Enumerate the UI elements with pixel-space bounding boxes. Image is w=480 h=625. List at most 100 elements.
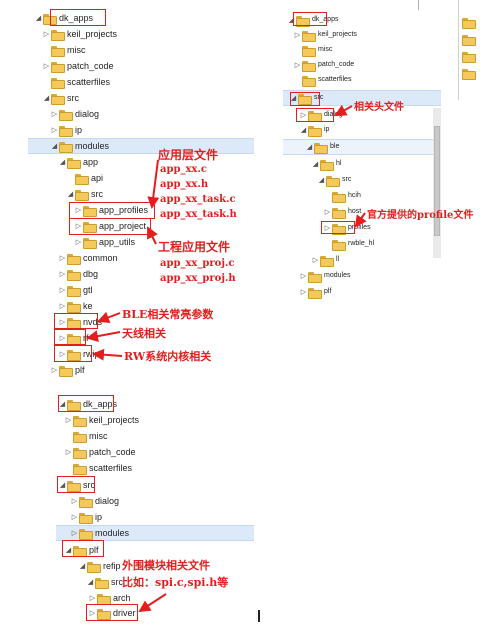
rf-note: 天线相关 xyxy=(122,327,166,340)
collapse-arrow-icon[interactable]: ▷ xyxy=(71,514,78,521)
tree-row-src[interactable]: ◢src xyxy=(283,90,441,106)
tree-row-hl-src[interactable]: ◢src xyxy=(318,175,352,187)
tree-row-rwble-hl[interactable]: rwble_hl xyxy=(323,236,374,252)
expand-arrow-icon[interactable]: ◢ xyxy=(306,144,313,151)
collapse-arrow-icon[interactable]: ▷ xyxy=(75,207,82,214)
tree-row-scatterfiles[interactable]: scatterfiles xyxy=(293,72,351,88)
tree-row-api[interactable]: api xyxy=(66,170,103,186)
collapse-arrow-icon[interactable]: ▷ xyxy=(294,62,301,69)
tree-row-scatterfiles[interactable]: scatterfiles xyxy=(64,460,132,476)
tree-row-keil-projects[interactable]: ▷keil_projects xyxy=(65,415,140,427)
tree-row-gtl[interactable]: ▷gtl xyxy=(59,285,93,297)
collapse-arrow-icon[interactable]: ▷ xyxy=(300,273,307,280)
collapse-arrow-icon[interactable]: ▷ xyxy=(51,127,58,134)
expand-arrow-icon[interactable]: ◢ xyxy=(290,95,297,102)
collapse-arrow-icon[interactable]: ▷ xyxy=(294,32,301,39)
collapse-arrow-icon[interactable]: ▷ xyxy=(89,595,96,602)
tree-row-refip-src[interactable]: ◢src xyxy=(87,577,123,589)
tree-row-ke[interactable]: ▷ke xyxy=(59,301,93,313)
tree-row-src[interactable]: ◢src xyxy=(43,93,79,105)
tree-row-app[interactable]: ◢app xyxy=(59,157,99,169)
expand-arrow-icon[interactable]: ◢ xyxy=(79,563,86,570)
expand-arrow-icon[interactable]: ◢ xyxy=(43,95,50,102)
expand-arrow-icon[interactable]: ◢ xyxy=(312,161,319,168)
tree-row-keil-projects[interactable]: ▷keil_projects xyxy=(294,30,357,42)
expand-arrow-icon[interactable]: ◢ xyxy=(59,401,66,408)
tree-row-refip[interactable]: ◢refip xyxy=(79,561,121,573)
collapse-arrow-icon[interactable]: ▷ xyxy=(71,498,78,505)
tree-row-common[interactable]: ▷common xyxy=(59,253,118,265)
tree-row-driver[interactable]: ▷driver xyxy=(89,608,136,620)
tree-row-keil-projects[interactable]: ▷keil_projects xyxy=(43,29,118,41)
scrollbar-thumb[interactable] xyxy=(434,126,440,236)
tree-row-app-src[interactable]: ◢src xyxy=(67,189,103,201)
tree-row-dk-apps[interactable]: ◢dk_apps xyxy=(59,399,118,411)
tree-row-patch-code[interactable]: ▷patch_code xyxy=(43,61,114,73)
tree-row-app-profiles[interactable]: ▷app_profiles xyxy=(75,205,149,217)
collapse-arrow-icon[interactable]: ▷ xyxy=(43,31,50,38)
collapse-arrow-icon[interactable]: ▷ xyxy=(59,271,66,278)
tree-row-plf[interactable]: ▷plf xyxy=(300,287,332,299)
collapse-arrow-icon[interactable]: ▷ xyxy=(324,225,331,232)
tree-row-patch-code[interactable]: ▷patch_code xyxy=(65,447,136,459)
tree-row-src[interactable]: ◢src xyxy=(59,480,95,492)
collapse-arrow-icon[interactable]: ▷ xyxy=(59,351,66,358)
tree-row-hcih[interactable]: hcih xyxy=(323,188,361,204)
expand-arrow-icon[interactable]: ◢ xyxy=(59,482,66,489)
tree-row-ip[interactable]: ▷ip xyxy=(51,125,83,137)
folder-icon xyxy=(83,237,97,249)
tree-row-host[interactable]: ▷host xyxy=(324,207,362,219)
expand-arrow-icon[interactable]: ◢ xyxy=(87,579,94,586)
tree-row-ip[interactable]: ▷ip xyxy=(71,512,103,524)
expand-arrow-icon[interactable]: ◢ xyxy=(65,547,72,554)
tree-row-misc[interactable]: misc xyxy=(293,42,332,58)
tree-row-app-project[interactable]: ▷app_project xyxy=(75,221,147,233)
collapse-arrow-icon[interactable]: ▷ xyxy=(75,239,82,246)
folder-icon xyxy=(67,285,81,297)
collapse-arrow-icon[interactable]: ▷ xyxy=(59,255,66,262)
expand-arrow-icon[interactable]: ◢ xyxy=(51,143,58,150)
expand-arrow-icon[interactable]: ◢ xyxy=(35,15,42,22)
tree-row-modules[interactable]: ▷modules xyxy=(300,271,351,283)
tree-row-plf[interactable]: ▷plf xyxy=(51,365,85,377)
folder-icon xyxy=(320,255,334,267)
tree-row-ll[interactable]: ▷ll xyxy=(312,255,340,267)
tree-row-ble[interactable]: ◢ble xyxy=(283,139,441,155)
collapse-arrow-icon[interactable]: ▷ xyxy=(89,610,96,617)
expand-arrow-icon[interactable]: ◢ xyxy=(59,159,66,166)
tree-row-ip[interactable]: ◢ip xyxy=(300,125,330,137)
folder-icon xyxy=(332,239,346,251)
tree-row-dialog[interactable]: ▷dialog xyxy=(51,109,100,121)
collapse-arrow-icon[interactable]: ▷ xyxy=(51,367,58,374)
tree-row-modules[interactable]: ◢modules xyxy=(28,138,254,154)
collapse-arrow-icon[interactable]: ▷ xyxy=(71,530,78,537)
collapse-arrow-icon[interactable]: ▷ xyxy=(65,449,72,456)
expand-arrow-icon[interactable]: ◢ xyxy=(288,17,295,24)
tree-row-dialog[interactable]: ▷dialog xyxy=(71,496,120,508)
tree-row-scatterfiles[interactable]: scatterfiles xyxy=(42,74,110,90)
highlight-src-3 xyxy=(57,476,95,493)
collapse-arrow-icon[interactable]: ▷ xyxy=(75,223,82,230)
collapse-arrow-icon[interactable]: ▷ xyxy=(51,111,58,118)
tree-row-patch-code[interactable]: ▷patch_code xyxy=(294,60,355,72)
expand-arrow-icon[interactable]: ◢ xyxy=(300,127,307,134)
tree-row-dk-apps[interactable]: ◢dk_apps xyxy=(288,15,339,27)
tree-row-app-utils[interactable]: ▷app_utils xyxy=(75,237,136,249)
collapse-arrow-icon[interactable]: ▷ xyxy=(59,303,66,310)
collapse-arrow-icon[interactable]: ▷ xyxy=(43,63,50,70)
collapse-arrow-icon[interactable]: ▷ xyxy=(65,417,72,424)
tree-row-misc[interactable]: misc xyxy=(64,428,108,444)
tree-row-modules[interactable]: ▷modules xyxy=(56,525,254,541)
collapse-arrow-icon[interactable]: ▷ xyxy=(59,287,66,294)
collapse-arrow-icon[interactable]: ▷ xyxy=(59,319,66,326)
expand-arrow-icon[interactable]: ◢ xyxy=(318,177,325,184)
collapse-arrow-icon[interactable]: ▷ xyxy=(300,112,307,119)
tree-row-hl[interactable]: ◢hl xyxy=(312,159,342,171)
collapse-arrow-icon[interactable]: ▷ xyxy=(312,257,319,264)
collapse-arrow-icon[interactable]: ▷ xyxy=(324,209,331,216)
expand-arrow-icon[interactable]: ◢ xyxy=(67,191,74,198)
collapse-arrow-icon[interactable]: ▷ xyxy=(59,335,66,342)
tree-row-dbg[interactable]: ▷dbg xyxy=(59,269,99,281)
tree-row-misc[interactable]: misc xyxy=(42,42,86,58)
collapse-arrow-icon[interactable]: ▷ xyxy=(300,289,307,296)
